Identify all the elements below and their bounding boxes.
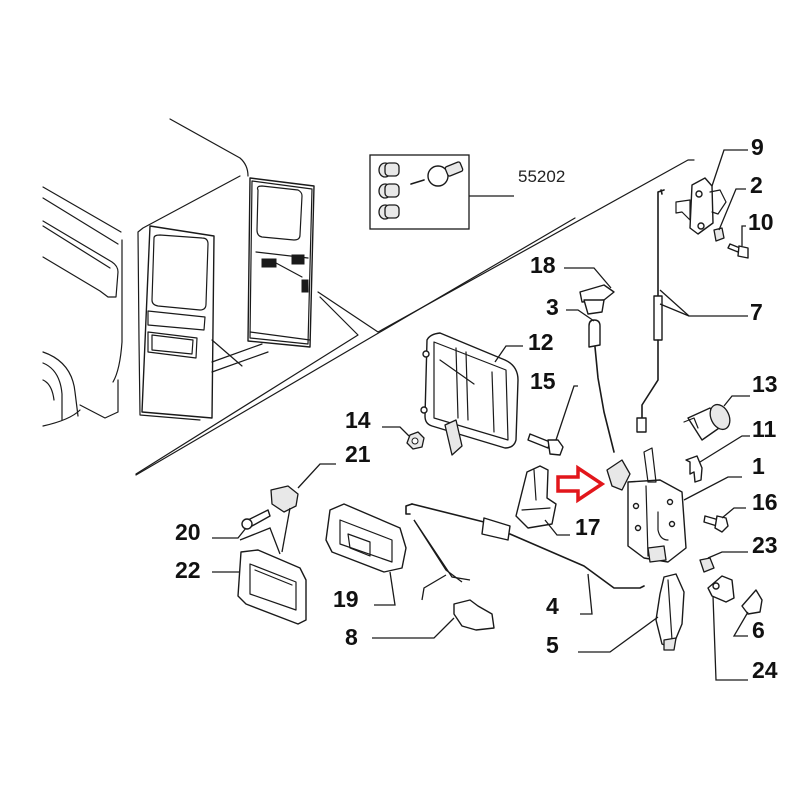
part-23-bolt (699, 551, 748, 573)
key-icon (410, 161, 464, 187)
part-15-bolt (527, 385, 578, 456)
callout-23: 23 (752, 532, 778, 558)
part-19-housing (325, 503, 407, 606)
callout-7: 7 (750, 299, 763, 325)
van-illustration (42, 118, 315, 427)
part-11-clip (685, 435, 750, 483)
part-24-striker (707, 575, 748, 681)
part-8-clip (372, 599, 495, 639)
callout-22: 22 (175, 557, 201, 583)
detail-boundary-top (317, 159, 695, 333)
callout-16: 16 (752, 489, 778, 515)
callout-8: 8 (345, 624, 358, 650)
highlight-arrow-icon (556, 464, 606, 504)
callout-19: 19 (333, 586, 359, 612)
callout-15: 15 (530, 368, 556, 394)
callout-1: 1 (752, 453, 765, 479)
callout-12: 12 (528, 329, 554, 355)
part-7-upper-rod (636, 189, 748, 433)
part-18-grommet (564, 267, 615, 315)
part-16-bolt (703, 507, 746, 533)
callout-18: 18 (530, 252, 556, 278)
part-9-striker (675, 149, 748, 235)
callout-labels: 9 2 10 7 18 3 12 15 13 11 14 21 1 16 17 … (175, 134, 778, 683)
part-3-rod (566, 309, 615, 453)
callout-4: 4 (546, 593, 559, 619)
lock-kit-55202: 55202 (369, 154, 565, 230)
callout-10: 10 (748, 209, 774, 235)
callout-20: 20 (175, 519, 201, 545)
part-10-bolt (727, 225, 749, 259)
part-21-clip (270, 463, 336, 513)
part-5-actuator (578, 573, 685, 653)
part-22-bezel (212, 549, 307, 625)
callout-2: 2 (750, 172, 763, 198)
detail-boundary (135, 217, 576, 476)
part-13-lock-cylinder (683, 395, 750, 441)
callout-6: 6 (752, 617, 765, 643)
callout-5: 5 (546, 632, 559, 658)
part-12-handle (420, 332, 523, 456)
callout-14: 14 (345, 407, 371, 433)
callout-3: 3 (546, 294, 559, 320)
part-2-nut (713, 188, 746, 242)
callout-11: 11 (752, 416, 777, 442)
part-4-lower-rod (405, 503, 645, 615)
part-14-nut (382, 426, 425, 450)
part-20-screw (212, 507, 291, 555)
kit-number: 55202 (518, 167, 565, 186)
part-1-lock-mechanism (606, 447, 742, 563)
part-17-bracket (515, 465, 570, 536)
lock-cylinder-icon (378, 162, 400, 220)
callout-9: 9 (751, 134, 764, 160)
callout-21: 21 (345, 441, 371, 467)
callout-24: 24 (752, 657, 778, 683)
callout-13: 13 (752, 371, 778, 397)
part-6-plate (732, 589, 763, 637)
callout-17: 17 (575, 514, 601, 540)
